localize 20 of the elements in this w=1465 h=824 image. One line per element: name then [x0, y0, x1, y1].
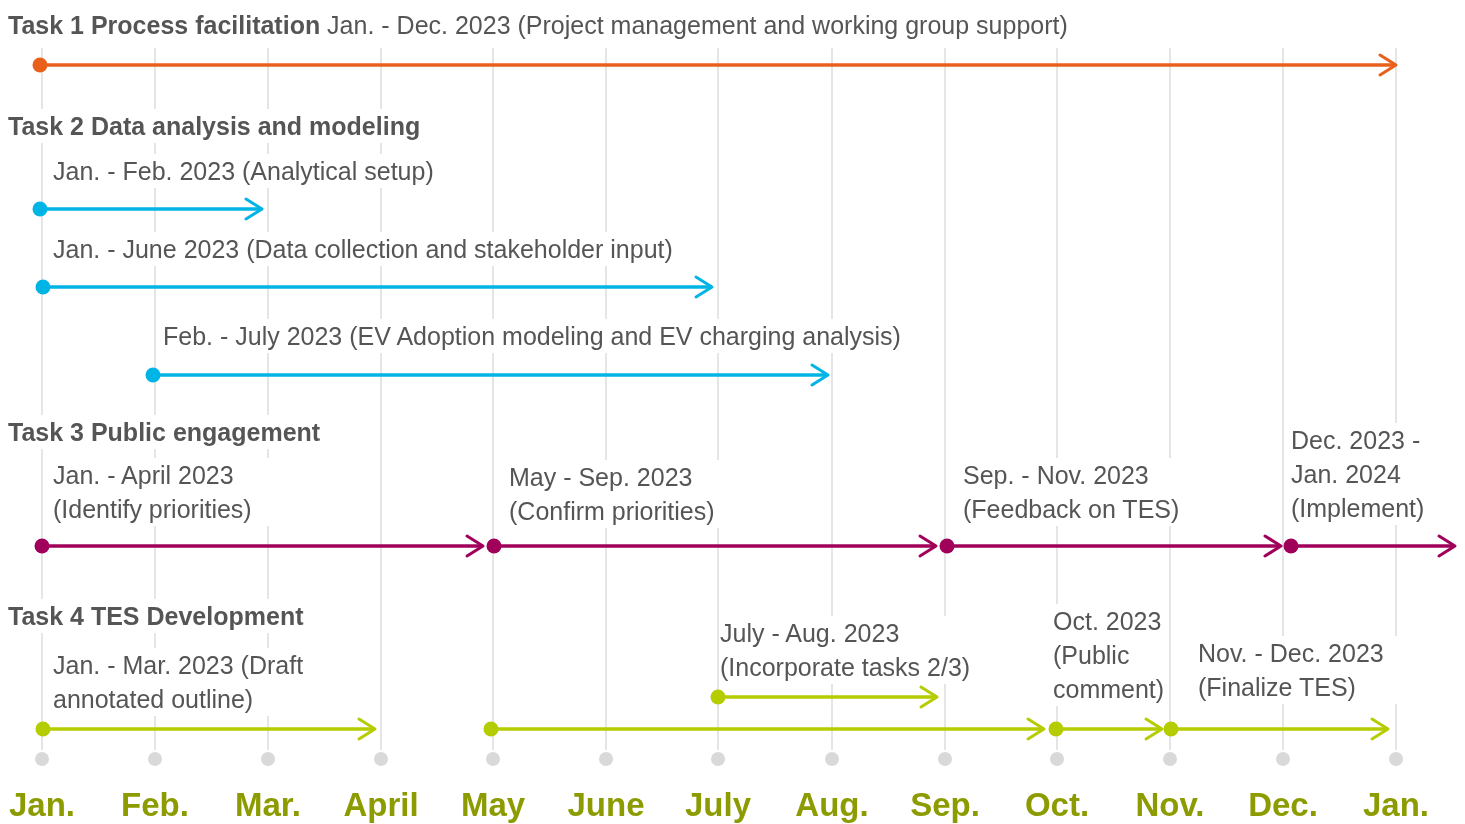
month-label: July [685, 785, 751, 824]
month-label: Nov. [1135, 785, 1205, 824]
month-label: Mar. [235, 785, 301, 824]
task-heading: Task 2 Data analysis and modeling [8, 109, 421, 143]
activity-label: Jan. - Feb. 2023 (Analytical setup) [53, 154, 434, 188]
month-label: Aug. [795, 785, 869, 824]
month-label: June [567, 785, 645, 824]
task-heading: Task 4 TES Development [8, 599, 304, 633]
activity-label: Jan. - June 2023 (Data collection and stakeholder input) [53, 232, 673, 266]
month-label: April [343, 785, 419, 824]
month-label: Oct. [1024, 785, 1090, 824]
activity-label: Oct. 2023 (Public comment) [1053, 604, 1165, 706]
activity-label: Feb. - July 2023 (EV Adoption modeling and EV charging analysis) [163, 319, 901, 353]
month-label: Jan. [1363, 785, 1429, 824]
month-label: Jan. [9, 785, 75, 824]
task-heading: Task 3 Public engagement [8, 415, 321, 449]
month-label: Sep. [910, 785, 980, 824]
month-label: Dec. [1248, 785, 1318, 824]
month-label: May [460, 785, 526, 824]
month-label: Feb. [121, 785, 189, 824]
